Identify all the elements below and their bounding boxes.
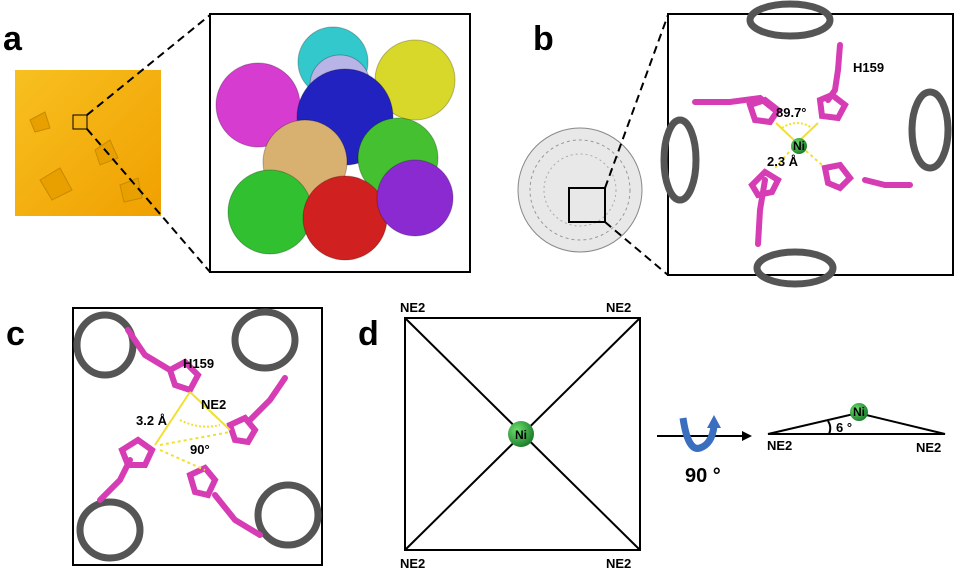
distance-label-b: 2.3 Å [767,154,799,169]
angle-label-c: 90° [190,442,210,457]
panel-b-label: b [533,20,554,58]
angle-label-b: 89.7° [776,105,807,120]
histidine-residues-c [97,327,288,538]
zoom-line [86,14,211,116]
atom-label-c: NE2 [201,397,226,412]
helices-c [73,308,322,562]
corner-label: NE2 [400,300,425,315]
binding-site-box-b [667,13,954,276]
histidine-residues-b [692,42,913,247]
helices-b [660,0,952,288]
nickel-atom-side [850,403,868,421]
rotation-arrow [657,415,752,452]
protein-sphere [227,169,313,255]
binding-site-box-c [72,307,323,566]
zoom-line [86,128,211,273]
protein-sphere [376,159,454,237]
side-right-label: NE2 [916,440,941,455]
nickel-label-b: Ni [793,139,805,153]
residue-label-c: H159 [183,356,214,371]
nickel-atom-b [791,138,807,154]
nickel-atom-d [508,421,534,447]
crystal-image [15,70,161,216]
coordination-bonds-c [154,391,231,471]
corner-label: NE2 [606,300,631,315]
corner-label: NE2 [400,556,425,571]
protein-sphere [302,175,388,261]
protein-cage [517,127,643,253]
nickel-label-d: Ni [515,428,527,442]
side-angle-label: 6 ° [836,420,852,435]
nickel-label-side: Ni [853,405,865,419]
panel-a-label: a [3,20,23,58]
corner-label: NE2 [606,556,631,571]
zoom-line [604,221,669,276]
panel-c-label: c [6,315,25,353]
distance-label-c: 3.2 Å [136,413,168,428]
zoom-line [604,14,669,189]
side-view-triangle [767,411,946,435]
cage-spheres [215,26,456,261]
rotation-label: 90 ° [685,465,721,487]
panel-d-label: d [358,315,379,353]
residue-label-b: H159 [853,60,884,75]
side-left-label: NE2 [767,438,792,453]
